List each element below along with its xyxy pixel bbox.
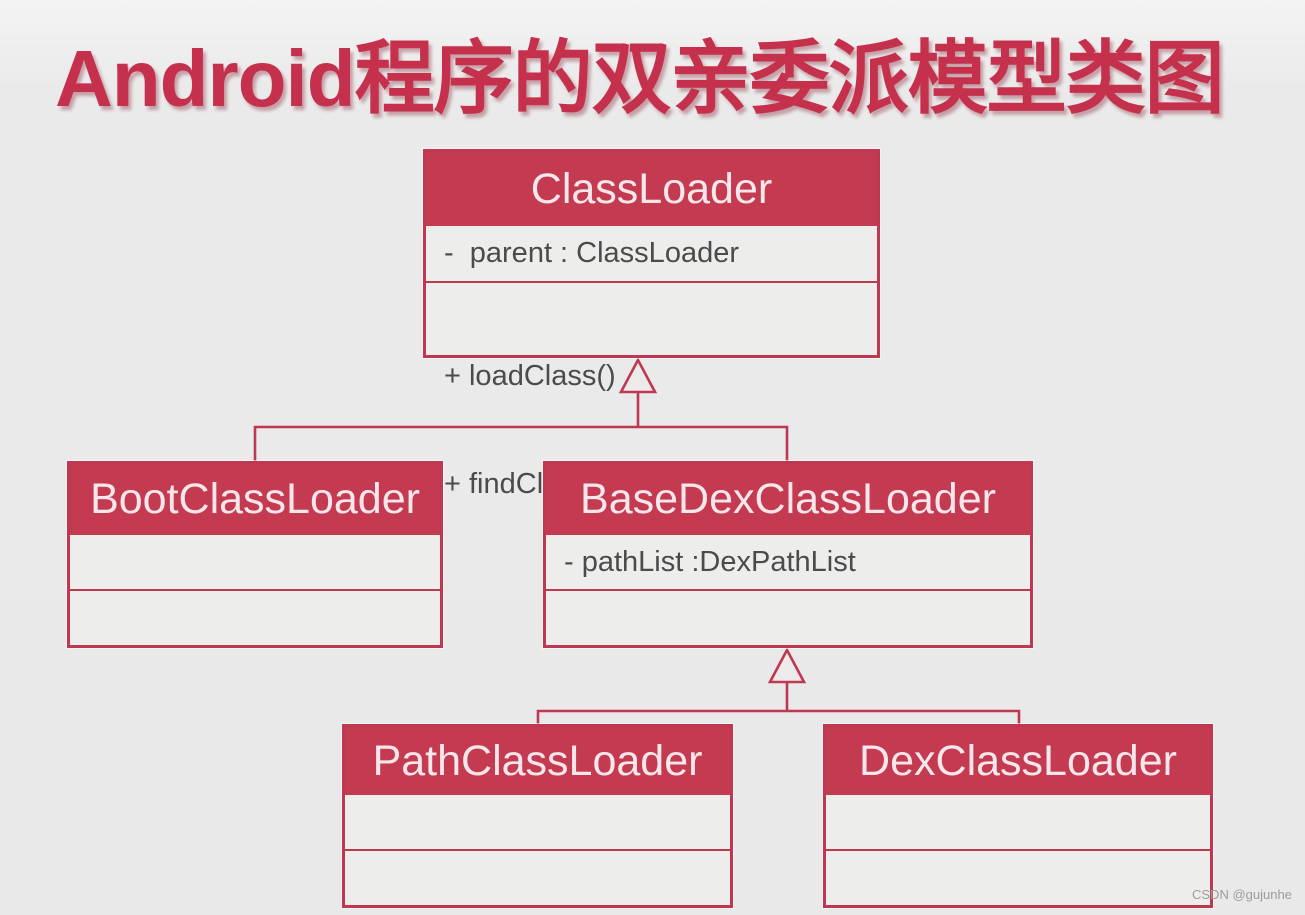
- class-methods-bootclassloader-empty: [70, 591, 440, 645]
- class-name-basedexclassloader: BaseDexClassLoader: [546, 464, 1030, 535]
- class-name-dexclassloader: DexClassLoader: [826, 727, 1210, 795]
- class-name-classloader: ClassLoader: [426, 152, 877, 226]
- class-methods-dexclassloader-empty: [826, 851, 1210, 905]
- class-box-pathclassloader: PathClassLoader: [342, 724, 733, 908]
- class-attribute-classloader-parent: - parent : ClassLoader: [426, 226, 877, 283]
- class-name-pathclassloader: PathClassLoader: [345, 727, 730, 795]
- class-method-loadclass: + loadClass(): [444, 360, 616, 392]
- class-box-bootclassloader: BootClassLoader: [67, 461, 443, 648]
- inheritance-arrow-to-basedexclassloader-icon: [767, 647, 807, 684]
- class-box-basedexclassloader: BaseDexClassLoader - pathList :DexPathLi…: [543, 461, 1033, 648]
- class-methods-basedexclassloader-empty: [546, 591, 1030, 645]
- class-name-bootclassloader: BootClassLoader: [70, 464, 440, 535]
- class-attribute-basedexclassloader-pathlist: - pathList :DexPathList: [546, 535, 1030, 591]
- class-attributes-pathclassloader-empty: [345, 795, 730, 851]
- class-box-dexclassloader: DexClassLoader: [823, 724, 1213, 908]
- csdn-watermark: CSDN @gujunhe: [1192, 887, 1292, 902]
- class-methods-pathclassloader-empty: [345, 851, 730, 905]
- inheritance-edge-to-basedexclassloader: [536, 682, 1021, 724]
- page-title: Android程序的双亲委派模型类图: [55, 34, 1225, 123]
- class-attributes-dexclassloader-empty: [826, 795, 1210, 851]
- class-attributes-bootclassloader-empty: [70, 535, 440, 591]
- inheritance-arrow-to-classloader-icon: [618, 357, 658, 394]
- class-box-classloader: ClassLoader - parent : ClassLoader + loa…: [423, 149, 880, 500]
- inheritance-edge-to-classloader: [253, 392, 789, 461]
